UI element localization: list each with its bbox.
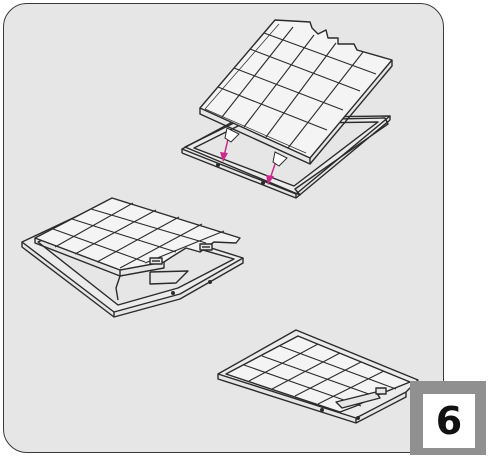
frame-screw xyxy=(262,182,265,185)
figure-filter-hinged xyxy=(22,198,243,317)
frame-screw xyxy=(217,164,220,167)
step-number-badge: 6 xyxy=(410,381,486,455)
figure-filter-insert xyxy=(182,20,392,198)
step-number: 6 xyxy=(423,394,475,448)
figure-filter-closed xyxy=(218,330,418,423)
